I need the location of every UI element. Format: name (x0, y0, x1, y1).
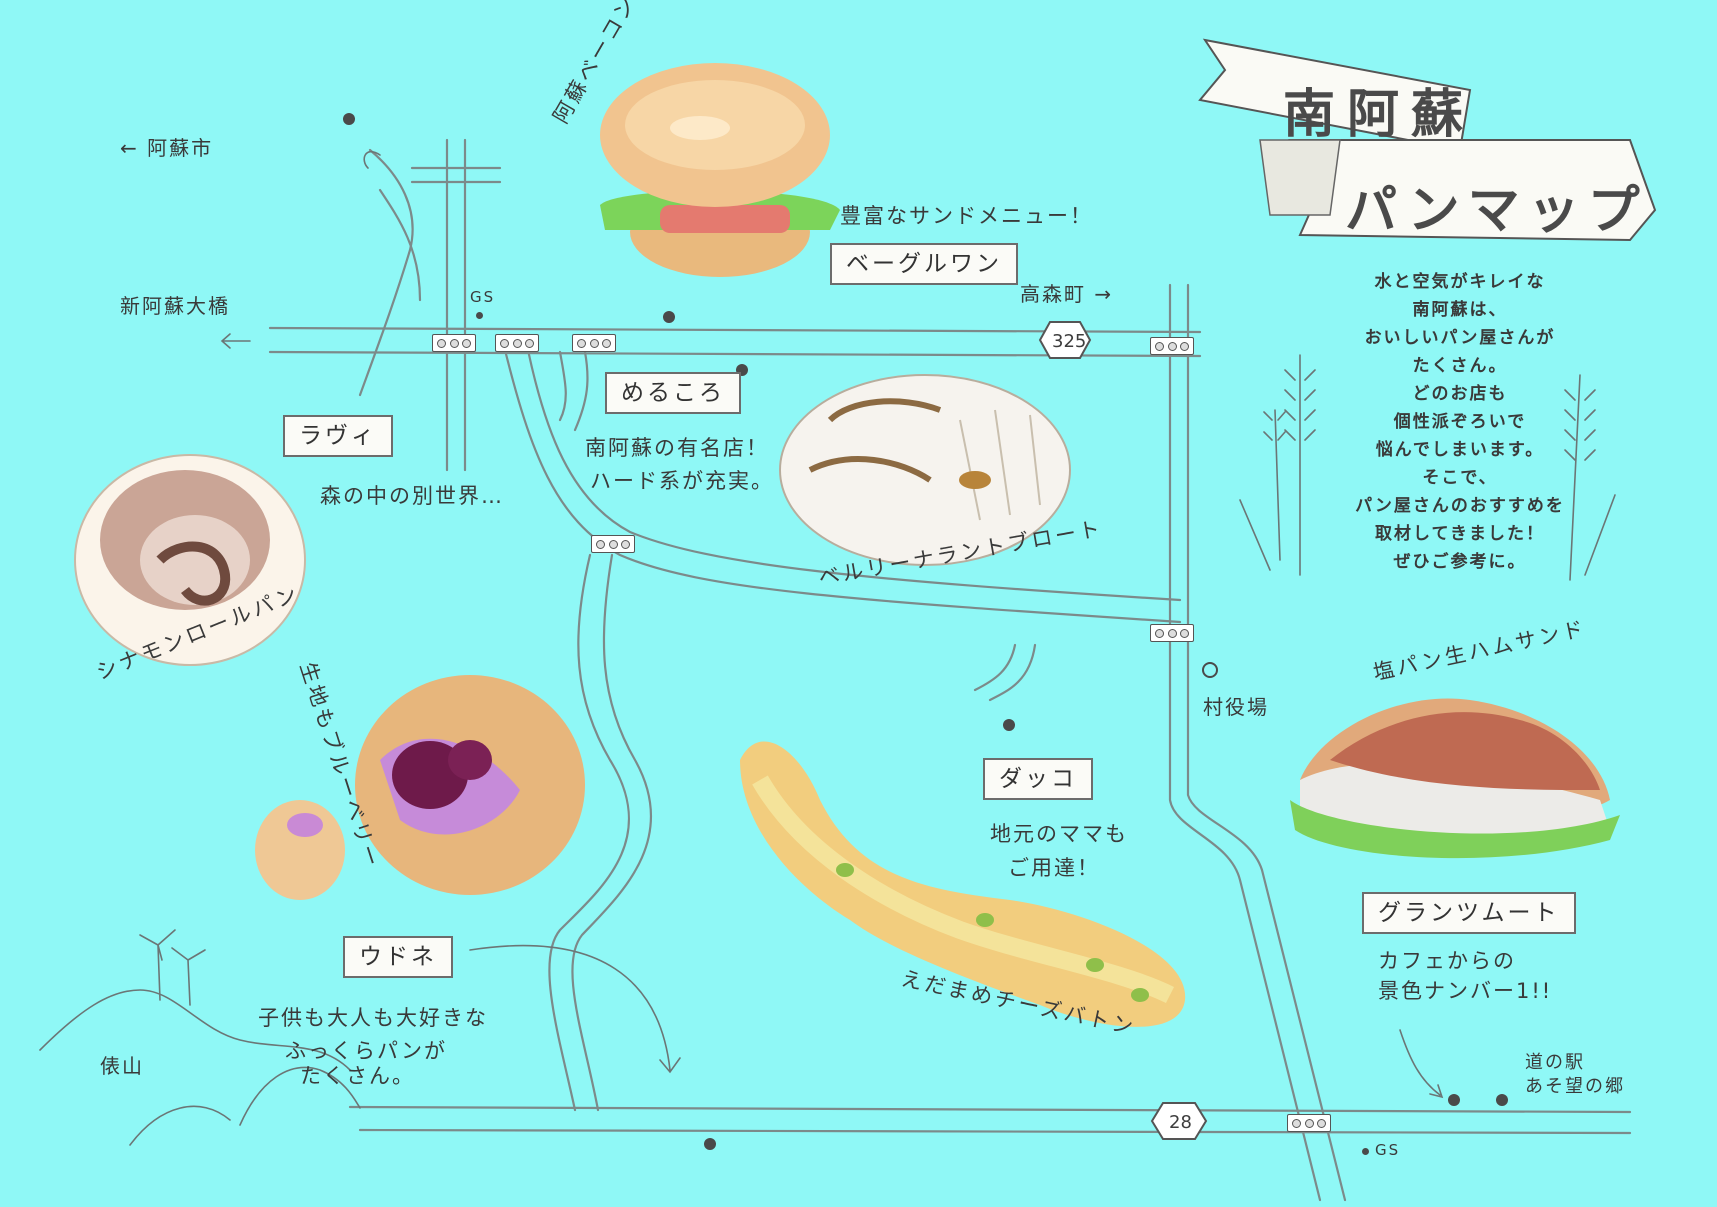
road-center-a (548, 553, 631, 1112)
shop-label-merukoro: めるころ (605, 372, 741, 414)
wheat-right-icon (1564, 374, 1616, 581)
intro-line: たくさん。 (1412, 356, 1508, 376)
map-marker-michi-no-eki (1448, 1094, 1460, 1106)
shop-note-grunzmut-2: 景色ナンバー1!! (1378, 979, 1553, 1003)
road-route28-b (358, 1128, 1632, 1135)
route-325-label: 325 (1052, 331, 1086, 352)
mountain-bottom-left (129, 1066, 361, 1146)
intro-line: パン屋さんのおすすめを (1355, 496, 1565, 516)
intro-line: 水と空気がキレイな (1374, 272, 1546, 292)
map-marker-village-office (1202, 662, 1218, 678)
arrow-michi-no-eki (1399, 1029, 1444, 1099)
route-325-marker (1038, 321, 1092, 359)
traffic-signal-icon (1150, 624, 1194, 642)
map-title-line1: 南阿蘇 (1283, 85, 1476, 145)
road-diagonal-b (526, 348, 1182, 602)
bread-caption-shiopan: 塩パン生ハムサンド (1371, 616, 1588, 685)
intro-line: どのお店も (1412, 384, 1508, 404)
bread-landbrot-image (779, 374, 1071, 566)
place-michi-no-eki-2: あそ望の郷 (1525, 1076, 1625, 1097)
intro-text: 水と空気がキレイな 南阿蘇は、 おいしいパン屋さんが たくさん。 どのお店も 個… (1310, 268, 1610, 576)
map-marker-gs (1362, 1148, 1369, 1155)
shop-label-bagel-one: ベーグルワン (830, 243, 1018, 285)
traffic-signal-icon (432, 334, 476, 352)
bread-edamame-baton-image (740, 741, 1186, 1027)
bread-bagel-sandwich-image (600, 63, 840, 277)
map-marker (343, 113, 355, 125)
title-banner-pattern (1259, 139, 1341, 216)
map-marker-michi-no-eki (1496, 1094, 1508, 1106)
intro-line: そこで、 (1422, 468, 1498, 488)
place-gs-bottom: GS (1375, 1141, 1401, 1159)
intro-line: ぜひご参考に。 (1393, 552, 1527, 572)
shop-label-udone: ウドネ (343, 936, 453, 978)
place-tawarayama: 俵山 (100, 1054, 144, 1078)
road-dakko-spur (973, 643, 1037, 702)
wind-turbine-1 (139, 929, 176, 1001)
arrow-shin-aso (220, 333, 251, 349)
shop-note-merukoro-2: ハード系が充実。 (590, 469, 774, 493)
intro-line: 取材してきました！ (1375, 524, 1545, 544)
traffic-signal-icon (495, 334, 539, 352)
road-center-b (571, 553, 653, 1112)
place-aso-city: ← 阿蘇市 (120, 136, 214, 160)
road-diagonal-a (503, 348, 1182, 624)
shop-note-grunzmut-1: カフェからの (1378, 949, 1516, 973)
road-right-a (1168, 283, 1322, 1202)
traffic-signal-icon (572, 334, 616, 352)
road-route28-a (348, 1105, 1632, 1114)
shop-note-bagel-one: 豊富なサンドメニュー！ (840, 204, 1093, 228)
road-upper-cross (410, 166, 502, 184)
shop-note-merukoro-1: 南阿蘇の有名店！ (585, 436, 769, 460)
intro-line: おいしいパン屋さんが (1364, 328, 1556, 348)
road-main-upper-b (268, 350, 1202, 358)
traffic-signal-icon (1150, 337, 1194, 355)
intro-line: 南阿蘇は、 (1412, 300, 1508, 320)
traffic-signal-icon (591, 535, 635, 553)
place-michi-no-eki: 道の駅 (1525, 1052, 1585, 1073)
route-28-label: 28 (1169, 1112, 1192, 1133)
place-shin-aso-bridge: 新阿蘇大橋 (120, 294, 230, 318)
place-village-office: 村役場 (1203, 695, 1269, 719)
arrow-aso-curve (363, 150, 381, 169)
bread-blueberry-bun-image (255, 675, 585, 900)
map-title-line2: パンマップ (1345, 181, 1648, 241)
shop-note-udone-2: ふっくらパンが (285, 1039, 448, 1063)
map-marker (704, 1138, 716, 1150)
place-takamori: 高森町 → (1020, 282, 1114, 306)
map-marker-dakko (1003, 719, 1015, 731)
shop-label-lavie: ラヴィ (283, 415, 393, 457)
road-left-curve (358, 148, 414, 397)
shop-note-udone-3: たくさん。 (300, 1064, 415, 1088)
shop-note-dakko-1: 地元のママも (990, 822, 1128, 846)
shop-label-dakko: ダッコ (983, 758, 1093, 800)
intro-line: 個性派ぞろいで (1393, 412, 1527, 432)
mountain-tawarayama (39, 989, 351, 1071)
wind-turbine-2 (171, 947, 206, 1006)
road-left-curve-b (378, 188, 422, 302)
intro-line: 悩んでしまいます。 (1375, 440, 1545, 460)
bread-cinnamon-roll-image (74, 454, 306, 666)
wheat-left-icon (1239, 354, 1316, 576)
traffic-signal-icon (1287, 1114, 1331, 1132)
arrow-udone (469, 944, 681, 1074)
shop-label-grunzmut: グランツムート (1362, 892, 1576, 934)
shop-note-udone-1: 子供も大人も大好きな (258, 1006, 488, 1030)
map-marker-bagel-one (663, 311, 675, 323)
route-28-marker (1150, 1102, 1208, 1140)
title-banner-top (1198, 38, 1472, 152)
bread-shiopan-sandwich-image (1290, 698, 1620, 859)
road-merukoro-spur (558, 350, 589, 432)
shop-note-lavie: 森の中の別世界… (320, 484, 504, 508)
shop-note-dakko-2: ご用達！ (1008, 856, 1100, 880)
map-marker-gs (476, 312, 483, 319)
road-right-b (1186, 283, 1347, 1202)
place-gs-top: GS (470, 288, 496, 306)
